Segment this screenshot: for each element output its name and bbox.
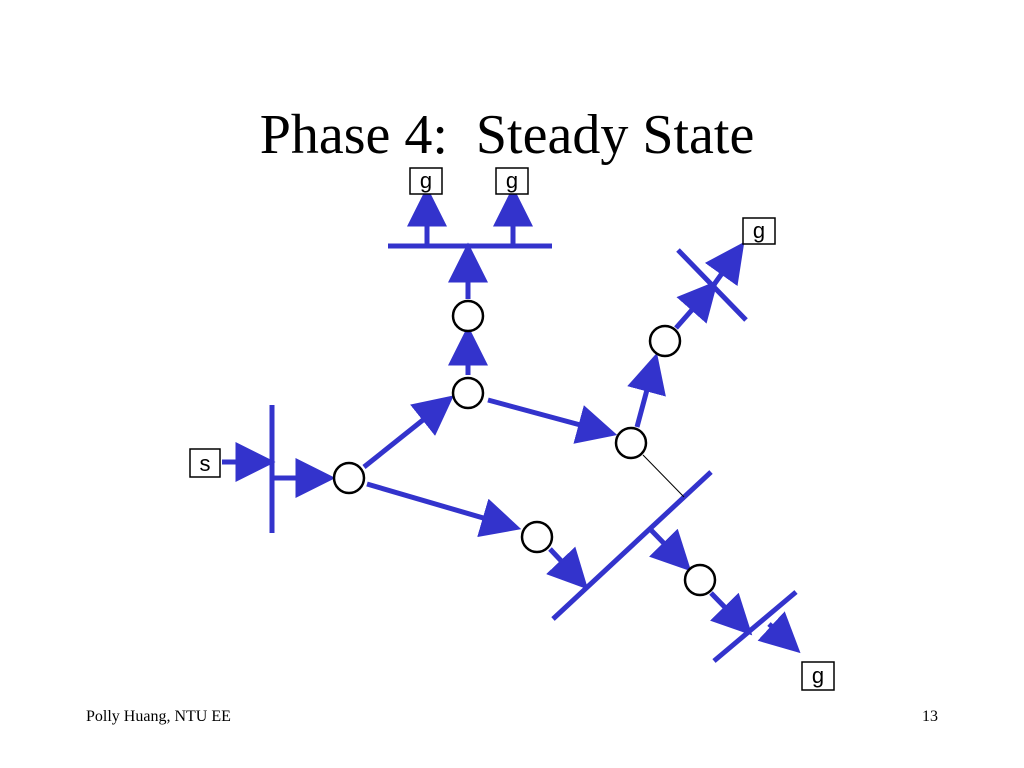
forwarding-links [222,186,801,654]
footer-author: Polly Huang, NTU EE [86,708,231,725]
source-label: s [200,451,211,476]
slide-title: Phase 4: Steady State [259,104,755,166]
group-label-1: g [420,168,432,193]
group-box-4: g [801,661,835,691]
router-node-c [451,299,485,333]
link-router-f-to-lan-upper-right [674,280,718,330]
group-label-4: g [812,663,824,688]
link-router-d-to-router-f [627,352,666,428]
link-lan-upper-right-to-group-3 [704,241,745,288]
group-box-3: g [742,217,776,245]
router-node-g [683,563,717,597]
group-label-2: g [506,168,518,193]
link-router-b-to-router-d [487,397,618,444]
group-box-1: g [409,167,443,195]
router-node-b [451,376,485,410]
link-router-e-to-lan-middle [546,546,589,590]
link-router-a-to-router-b [362,395,454,469]
group-box-2: g [495,167,529,195]
link-lan-middle-to-router-g [649,528,692,572]
lan-middle-diagonal [551,470,713,621]
page-number: 13 [922,708,938,725]
router-node-d [614,426,648,460]
router-node-f [648,324,682,358]
link-lan-lower-right-to-group-4 [757,611,801,654]
group-label-3: g [753,218,765,243]
router-nodes [332,299,717,597]
pruned-link [642,454,685,498]
link-router-g-to-lan-lower-right [709,591,753,636]
router-node-e [520,520,554,554]
lan-lower-right [712,590,798,663]
router-node-a [332,461,366,495]
link-router-a-to-router-e [366,481,522,538]
source-box: s [189,448,221,478]
